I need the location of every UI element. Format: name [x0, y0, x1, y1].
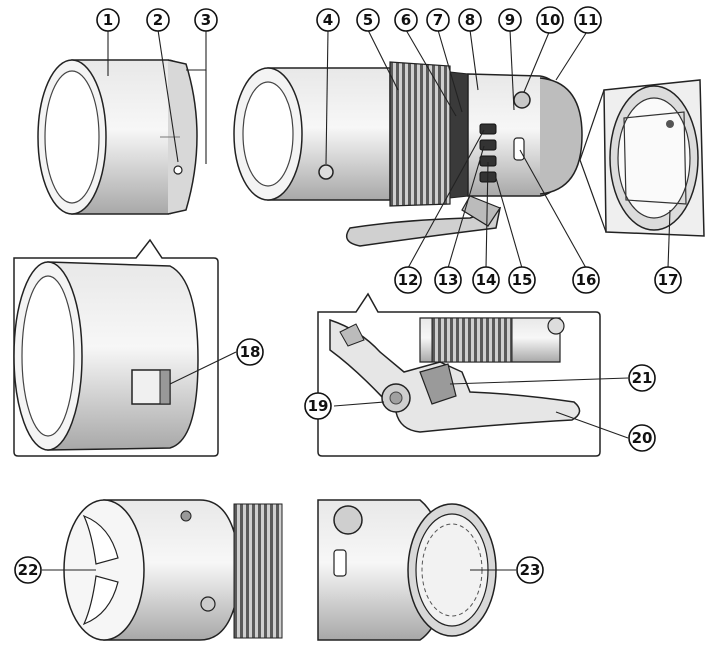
svg-text:4: 4 [323, 11, 333, 29]
callout-1: 1 [96, 8, 120, 32]
svg-text:14: 14 [476, 271, 497, 289]
callout-19: 19 [304, 392, 332, 420]
callout-15: 15 [508, 266, 536, 294]
callout-5: 5 [356, 8, 380, 32]
tripod-detail-panel [317, 292, 601, 457]
svg-text:18: 18 [240, 343, 261, 361]
svg-text:10: 10 [540, 11, 561, 29]
hood-detail-panel [13, 238, 219, 457]
svg-text:13: 13 [438, 271, 459, 289]
lens-hood [37, 59, 198, 215]
svg-text:12: 12 [398, 271, 419, 289]
callout-8: 8 [458, 8, 482, 32]
svg-text:6: 6 [401, 11, 411, 29]
tripod-mount-screw [318, 164, 334, 180]
rear-cap-view [317, 499, 497, 641]
svg-text:16: 16 [576, 271, 597, 289]
lens-mount-view [579, 79, 705, 237]
callout-3: 3 [194, 8, 218, 32]
focus-ring [389, 61, 451, 207]
svg-text:5: 5 [363, 11, 373, 29]
callout-9: 9 [498, 8, 522, 32]
callout-16: 16 [572, 266, 600, 294]
callout-12: 12 [394, 266, 422, 294]
svg-text:3: 3 [201, 11, 211, 29]
callout-23: 23 [516, 556, 544, 584]
tripod-knob [513, 91, 531, 109]
svg-text:19: 19 [308, 397, 329, 415]
svg-text:7: 7 [433, 11, 443, 29]
callout-17: 17 [654, 266, 682, 294]
hood-lock-button [173, 165, 183, 175]
callout-14: 14 [472, 266, 500, 294]
tripod-foot [345, 206, 501, 247]
callout-18: 18 [236, 338, 264, 366]
svg-text:11: 11 [578, 11, 599, 29]
svg-text:17: 17 [658, 271, 679, 289]
callout-7: 7 [426, 8, 450, 32]
callout-10: 10 [536, 6, 564, 34]
callout-6: 6 [394, 8, 418, 32]
svg-text:15: 15 [512, 271, 533, 289]
callout-20: 20 [628, 424, 656, 452]
leader-lines [42, 29, 671, 571]
callout-22: 22 [14, 556, 42, 584]
lens-body [233, 61, 583, 247]
callout-11: 11 [574, 6, 602, 34]
callout-2: 2 [146, 8, 170, 32]
svg-text:20: 20 [632, 429, 653, 447]
svg-text:2: 2 [153, 11, 163, 29]
mount-index [513, 137, 525, 161]
callouts: 1 2 3 4 5 6 7 8 9 10 11 12 13 14 15 16 1… [14, 6, 682, 584]
svg-text:22: 22 [18, 561, 39, 579]
svg-text:23: 23 [520, 561, 541, 579]
callout-4: 4 [316, 8, 340, 32]
svg-text:1: 1 [103, 11, 113, 29]
svg-text:21: 21 [632, 369, 653, 387]
switch-13 [479, 139, 497, 151]
tripod-release-lever [419, 363, 457, 405]
front-cap-view [63, 499, 283, 641]
svg-text:9: 9 [505, 11, 515, 29]
switch-12 [479, 123, 497, 135]
callout-13: 13 [434, 266, 462, 294]
callout-21: 21 [628, 364, 656, 392]
svg-text:8: 8 [465, 11, 475, 29]
